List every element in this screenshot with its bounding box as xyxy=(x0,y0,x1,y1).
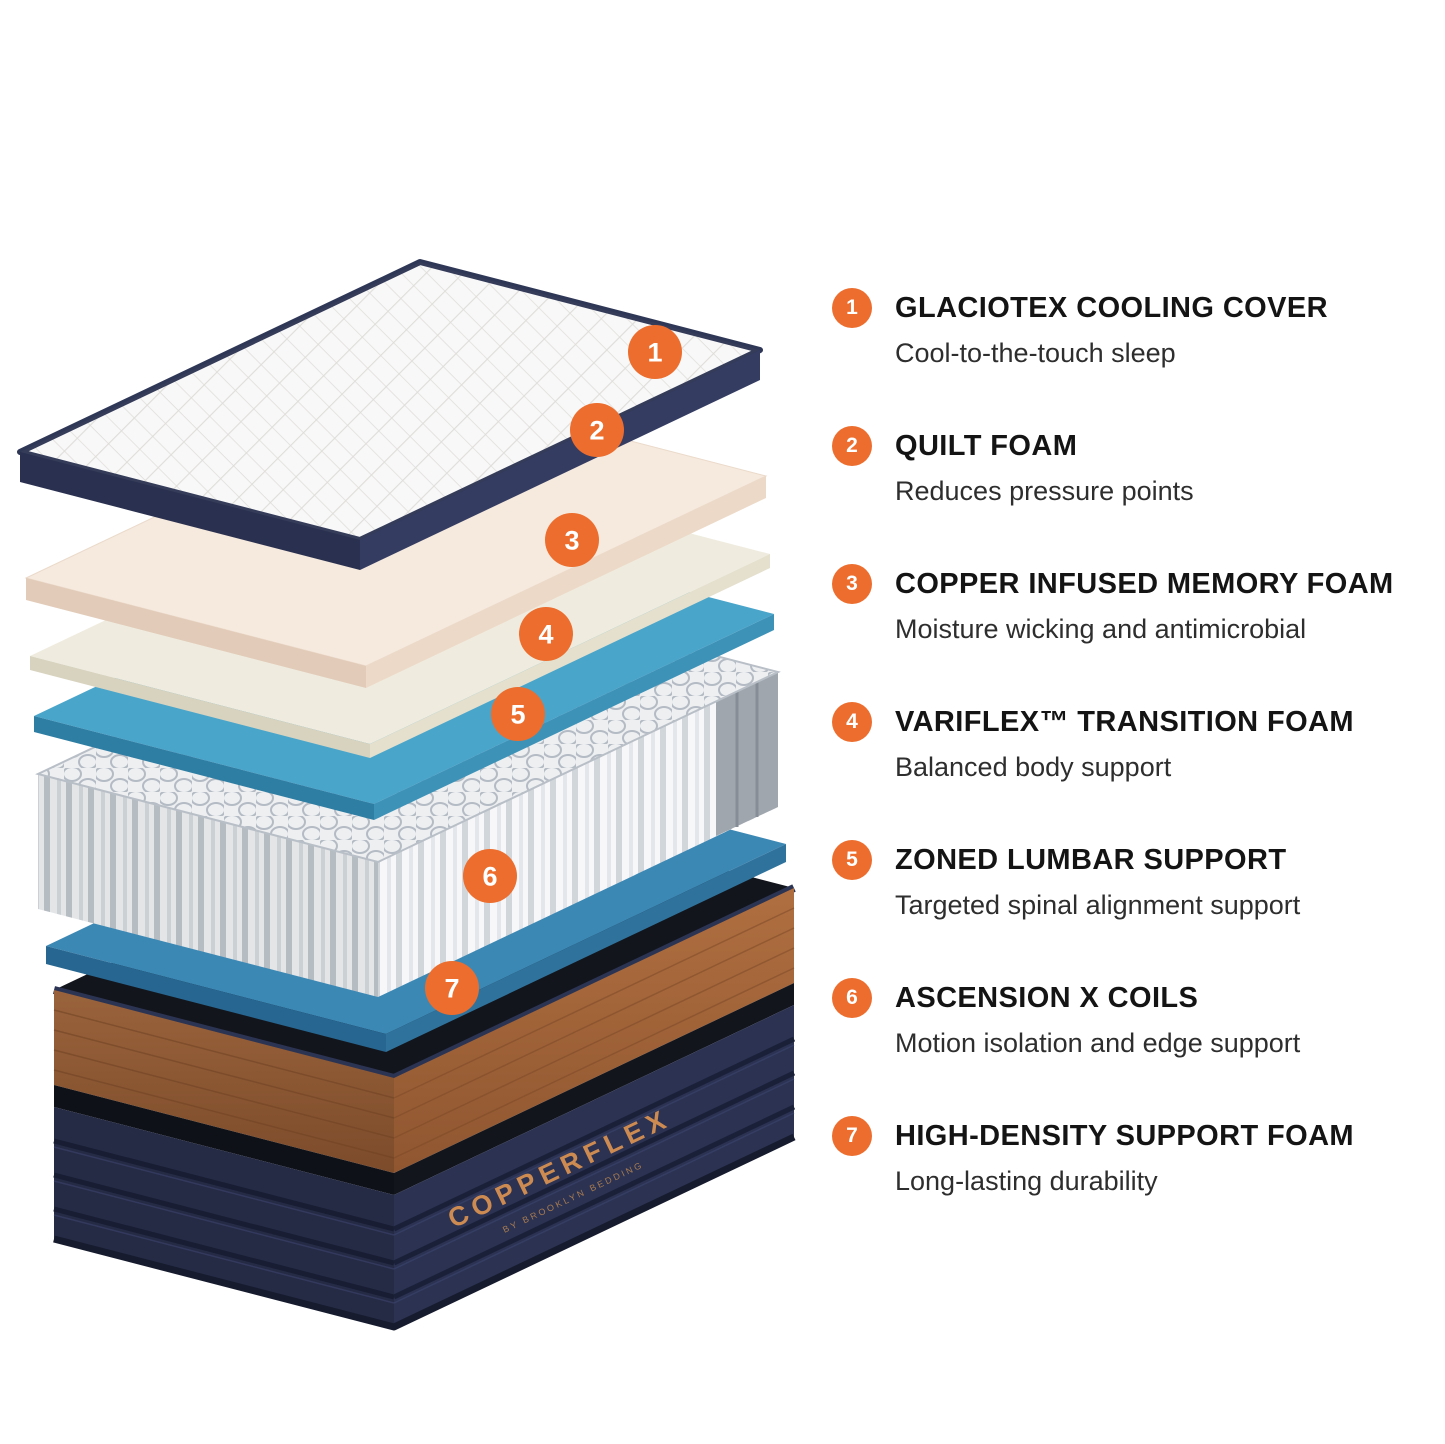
legend-item-description: Cool-to-the-touch sleep xyxy=(895,338,1176,368)
legend-text: VARIFLEX™ TRANSITION FOAM Balanced body … xyxy=(895,702,1354,784)
lumbar-side-right xyxy=(374,614,774,820)
base-black-strip-right xyxy=(394,983,794,1195)
legend-badge-1: 1 xyxy=(832,288,872,328)
coils-front-left-shade xyxy=(38,774,378,997)
diagram-badge-6: 6 xyxy=(463,849,517,903)
diagram-badge-2: 2 xyxy=(570,403,624,457)
legend-badge-number: 2 xyxy=(846,434,858,457)
legend-badge-number: 1 xyxy=(846,296,858,319)
legend-item-copper-memory-foam: 3 COPPER INFUSED MEMORY FOAM Moisture wi… xyxy=(832,564,1432,646)
legend-item-description: Long-lasting durability xyxy=(895,1166,1158,1196)
mattress-exploded-diagram: COPPERFLEX BY BROOKLYN BEDDING xyxy=(17,259,796,1331)
badge-number: 3 xyxy=(564,525,579,555)
legend-badge-5: 5 xyxy=(832,840,872,880)
badge-circle xyxy=(519,607,573,661)
badge-circle xyxy=(425,961,479,1015)
glaciotex-cover-layer xyxy=(17,259,763,570)
diagram-badge-7: 7 xyxy=(425,961,479,1015)
legend-badge-7: 7 xyxy=(832,1116,872,1156)
legend-badge-number: 6 xyxy=(846,986,858,1009)
legend-badge-number: 5 xyxy=(846,848,858,871)
legend-text: ASCENSION X COILS Motion isolation and e… xyxy=(895,978,1300,1060)
legend-item-title: GLACIOTEX COOLING COVER xyxy=(895,292,1328,324)
legend-badge-4: 4 xyxy=(832,702,872,742)
legend-badge-number: 3 xyxy=(846,572,858,595)
legend-item-variflex-foam: 4 VARIFLEX™ TRANSITION FOAM Balanced bod… xyxy=(832,702,1432,784)
legend: 1 GLACIOTEX COOLING COVER Cool-to-the-to… xyxy=(832,288,1432,1198)
memory-foam-side-right xyxy=(366,476,766,688)
legend-item-title: COPPER INFUSED MEMORY FOAM xyxy=(895,568,1394,600)
legend-text: QUILT FOAM Reduces pressure points xyxy=(895,426,1194,508)
base-bottom-piping xyxy=(53,1133,796,1331)
legend-item-ascension-coils: 6 ASCENSION X COILS Motion isolation and… xyxy=(832,978,1432,1060)
legend-text: GLACIOTEX COOLING COVER Cool-to-the-touc… xyxy=(895,288,1328,370)
legend-item-description: Reduces pressure points xyxy=(895,476,1194,506)
coils-front-right-highlight xyxy=(378,672,778,997)
legend-badge-number: 7 xyxy=(846,1124,858,1147)
legend-item-title: QUILT FOAM xyxy=(895,430,1078,462)
badge-number: 2 xyxy=(589,415,604,445)
legend-badge-2: 2 xyxy=(832,426,872,466)
badge-number: 5 xyxy=(510,699,525,729)
badge-number: 4 xyxy=(538,619,553,649)
badge-number: 1 xyxy=(647,337,662,367)
badge-circle xyxy=(628,325,682,379)
coils-end-pad-lines xyxy=(735,682,759,827)
coils-end-pad xyxy=(716,672,778,836)
diagram-badge-5: 5 xyxy=(491,687,545,741)
legend-item-title: HIGH-DENSITY SUPPORT FOAM xyxy=(895,1120,1354,1152)
legend-item-description: Motion isolation and edge support xyxy=(895,1028,1301,1058)
base-copper-band-left xyxy=(54,990,394,1173)
legend-item-description: Targeted spinal alignment support xyxy=(895,890,1301,920)
cover-edge-left xyxy=(20,452,360,570)
legend-item-title: ASCENSION X COILS xyxy=(895,982,1199,1014)
legend-text: HIGH-DENSITY SUPPORT FOAM Long-lasting d… xyxy=(895,1116,1354,1198)
copper-fabric-lines xyxy=(53,907,795,1159)
badge-number: 7 xyxy=(444,973,459,1003)
legend-badge-6: 6 xyxy=(832,978,872,1018)
lumbar-side-left xyxy=(34,716,374,820)
legend-item-description: Moisture wicking and antimicrobial xyxy=(895,614,1307,644)
legend-item-title: VARIFLEX™ TRANSITION FOAM xyxy=(895,706,1354,738)
legend-badge-3: 3 xyxy=(832,564,872,604)
legend-item-support-foam: 7 HIGH-DENSITY SUPPORT FOAM Long-lasting… xyxy=(832,1116,1432,1198)
cover-top-sheen xyxy=(20,262,760,540)
diagram-badge-1: 1 xyxy=(628,325,682,379)
support-foam-side-left xyxy=(46,946,386,1052)
diagram-badge-3: 3 xyxy=(545,513,599,567)
badge-circle xyxy=(491,687,545,741)
coils-front-left-face xyxy=(38,774,378,997)
badge-circle xyxy=(545,513,599,567)
base-copper-band-right xyxy=(394,888,794,1173)
legend-text: COPPER INFUSED MEMORY FOAM Moisture wick… xyxy=(895,564,1394,646)
legend-item-quilt-foam: 2 QUILT FOAM Reduces pressure points xyxy=(832,426,1432,508)
support-foam-side-right xyxy=(386,844,786,1052)
legend-item-glaciotex-cover: 1 GLACIOTEX COOLING COVER Cool-to-the-to… xyxy=(832,288,1432,370)
legend-text: ZONED LUMBAR SUPPORT Targeted spinal ali… xyxy=(895,840,1300,922)
variflex-side-left xyxy=(30,656,370,758)
diagram-badge-4: 4 xyxy=(519,607,573,661)
memory-foam-side-left xyxy=(26,578,366,688)
variflex-side-right xyxy=(370,554,770,758)
legend-item-description: Balanced body support xyxy=(895,752,1172,782)
base-groove-lines xyxy=(53,1036,796,1304)
badge-number: 6 xyxy=(482,861,497,891)
badge-circle xyxy=(570,403,624,457)
cover-edge-right xyxy=(360,350,760,570)
legend-item-title: ZONED LUMBAR SUPPORT xyxy=(895,844,1287,876)
base-black-strip-left xyxy=(54,1085,394,1195)
badge-circle xyxy=(463,849,517,903)
legend-item-lumbar-support: 5 ZONED LUMBAR SUPPORT Targeted spinal a… xyxy=(832,840,1432,922)
legend-badge-number: 4 xyxy=(846,710,858,733)
coils-front-right-face xyxy=(378,672,778,997)
